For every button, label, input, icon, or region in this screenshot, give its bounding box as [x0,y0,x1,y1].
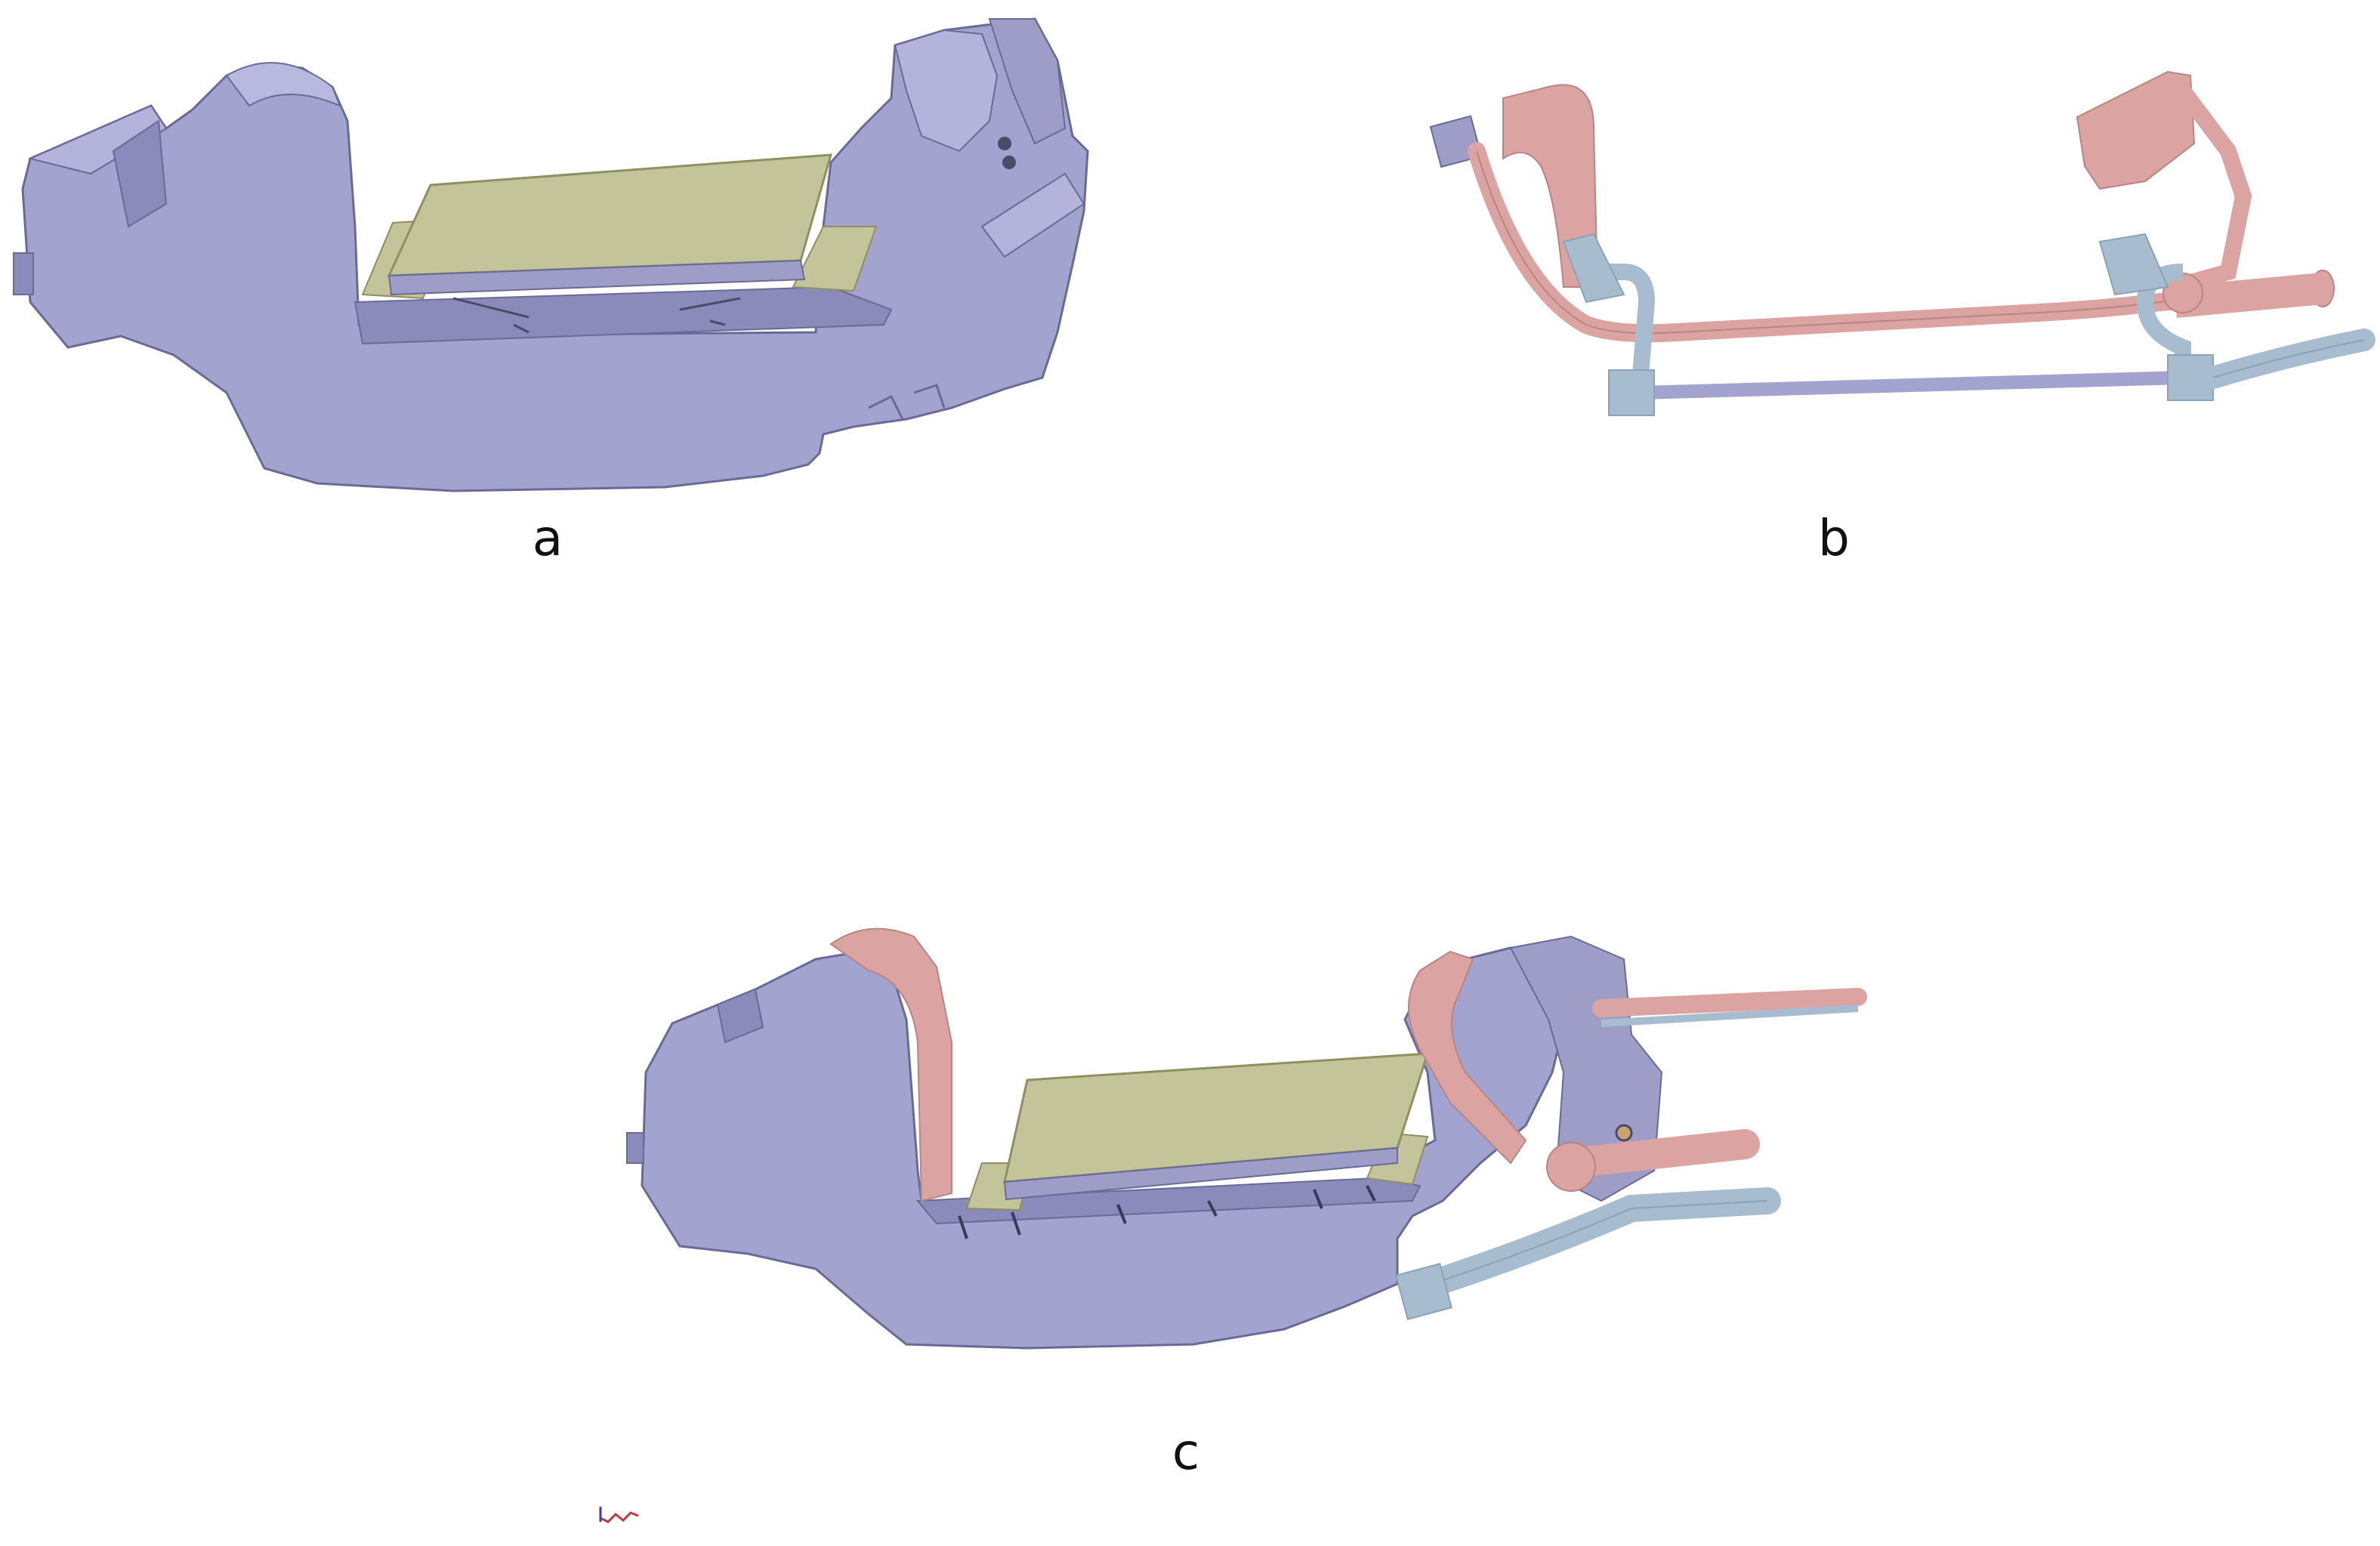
right-upright [988,18,1067,145]
main-plate [387,153,833,277]
coordinate-axis-icon [599,1507,639,1523]
blue-pipe-upper-shadow [1601,1004,1859,1027]
right-pink-arm [2172,85,2252,295]
label-b: b [1818,509,1850,567]
left-notch [112,119,168,228]
combined-pin-hole [1615,1124,1633,1142]
left-round-top [225,62,341,107]
panel-c: c [619,846,1873,1533]
combined-blue-block [1395,1263,1452,1320]
right-cylinder [980,172,1085,258]
cooling-channels-b [1429,70,2375,416]
label-c: c [1171,1423,1200,1481]
panel-a: a [0,0,1178,589]
combined-blue-outlet [1406,1187,1781,1301]
cavity-floor [353,285,893,345]
pink-pipe-upper [1592,988,1867,1017]
lower-plate-right [792,226,878,292]
plate-supports [452,297,741,334]
right-pink-baffle [2076,70,2196,190]
pin-hole-1 [998,137,1011,150]
blue-lower-channel [1638,371,2184,400]
combined-cavity-floor [915,1177,1422,1225]
combined-right-pink [1408,950,1527,1165]
pink-pipe-lower [1556,1129,1760,1178]
combined-supports [958,1185,1376,1239]
bottom-notches [868,384,946,420]
combined-left-stub [626,1132,644,1164]
combined-main-plate-edge [1003,1146,1398,1201]
combined-left-notch [716,988,764,1044]
combined-pink-joint [1546,1142,1596,1192]
combined-assembly-c [626,927,1867,1350]
left-pink-baffle [1502,84,1599,288]
main-plate-edge [387,259,806,296]
label-a: a [532,509,563,567]
pin-hole-2 [1002,156,1016,169]
pink-main-channel-outline [1476,150,2244,335]
left-stub [13,252,34,295]
left-fan [1562,233,1625,304]
blue-outlet-pipe [2202,329,2375,389]
combined-left-pink [829,927,952,1202]
panel-b: b [1420,45,2379,574]
mold-assembly-a [13,17,1089,492]
blue-left-block [1608,369,1655,416]
combined-blue-outlet-outline [1419,1200,1768,1288]
blue-outlet-pipe-outline [2212,339,2365,378]
right-block [894,29,999,153]
blue-left-riser [1594,264,1656,393]
right-fan [2098,233,2169,296]
